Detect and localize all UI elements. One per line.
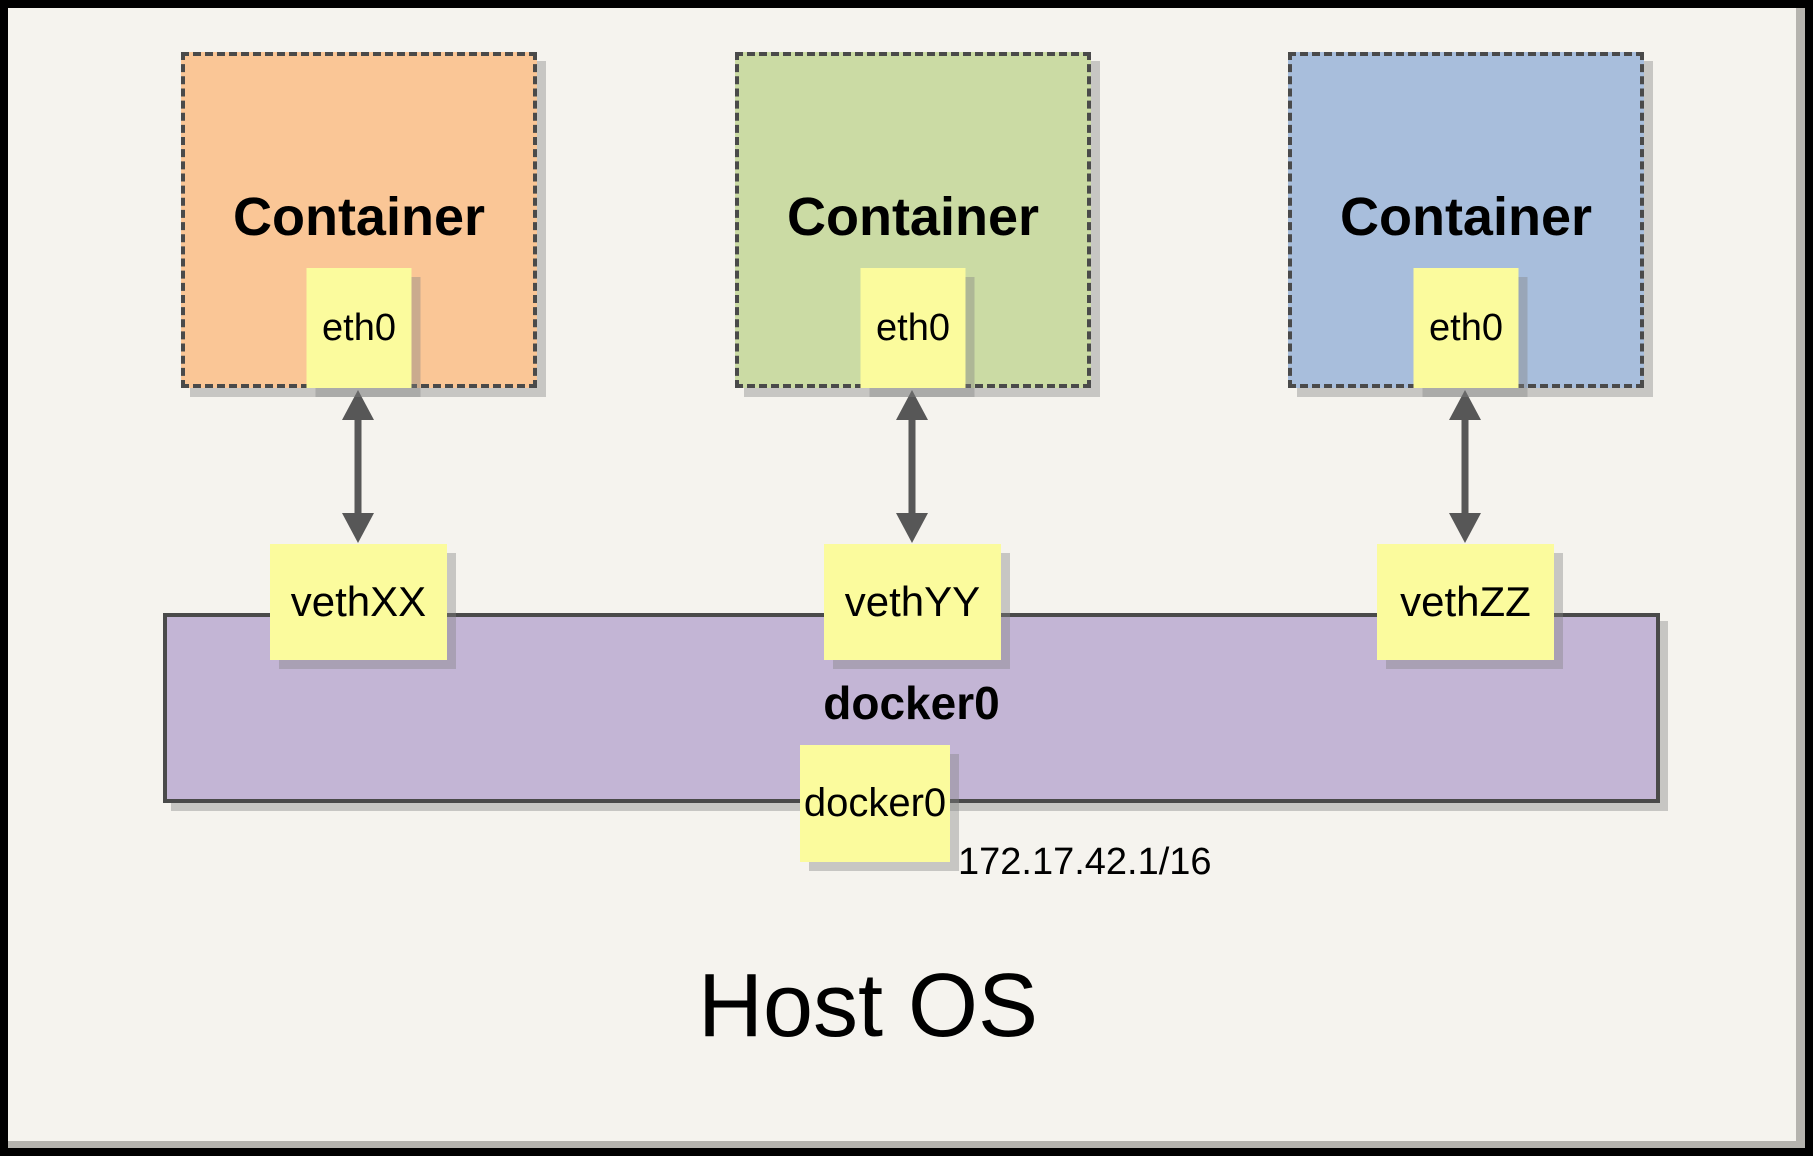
docker0-interface-box: docker0 (800, 745, 950, 862)
bridge-ip-label: 172.17.42.1/16 (958, 841, 1212, 883)
vethyy-box: vethYY (824, 544, 1001, 660)
container-box-1: Container eth0 (181, 52, 537, 388)
eth0-label: eth0 (876, 306, 950, 349)
eth0-vethxx-arrow-icon (342, 390, 374, 543)
eth0-label: eth0 (322, 306, 396, 349)
eth0-interface-box-2: eth0 (860, 268, 966, 388)
vethzz-label: vethZZ (1400, 578, 1531, 625)
eth0-vethzz-arrow-icon (1449, 390, 1481, 543)
host-os-canvas: Container eth0 Container eth0 Container … (8, 8, 1796, 1141)
container-label: Container (1339, 187, 1593, 247)
vethxx-box: vethXX (270, 544, 447, 660)
container-label: Container (786, 187, 1040, 247)
container-box-2: Container eth0 (735, 52, 1091, 388)
eth0-vethyy-arrow-icon (896, 390, 928, 543)
vethyy-label: vethYY (844, 578, 981, 625)
vethzz-box: vethZZ (1377, 544, 1554, 660)
docker0-bridge-label: docker0 (823, 677, 1000, 729)
container-label: Container (232, 187, 486, 247)
vethxx-label: vethXX (290, 578, 427, 625)
eth0-label: eth0 (1429, 306, 1503, 349)
docker0-interface-label: docker0 (803, 781, 947, 825)
host-os-title: Host OS (697, 956, 1039, 1056)
eth0-interface-box-1: eth0 (306, 268, 412, 388)
container-box-3: Container eth0 (1288, 52, 1644, 388)
canvas-shadow: Container eth0 Container eth0 Container … (8, 8, 1805, 1148)
eth0-interface-box-3: eth0 (1413, 268, 1519, 388)
